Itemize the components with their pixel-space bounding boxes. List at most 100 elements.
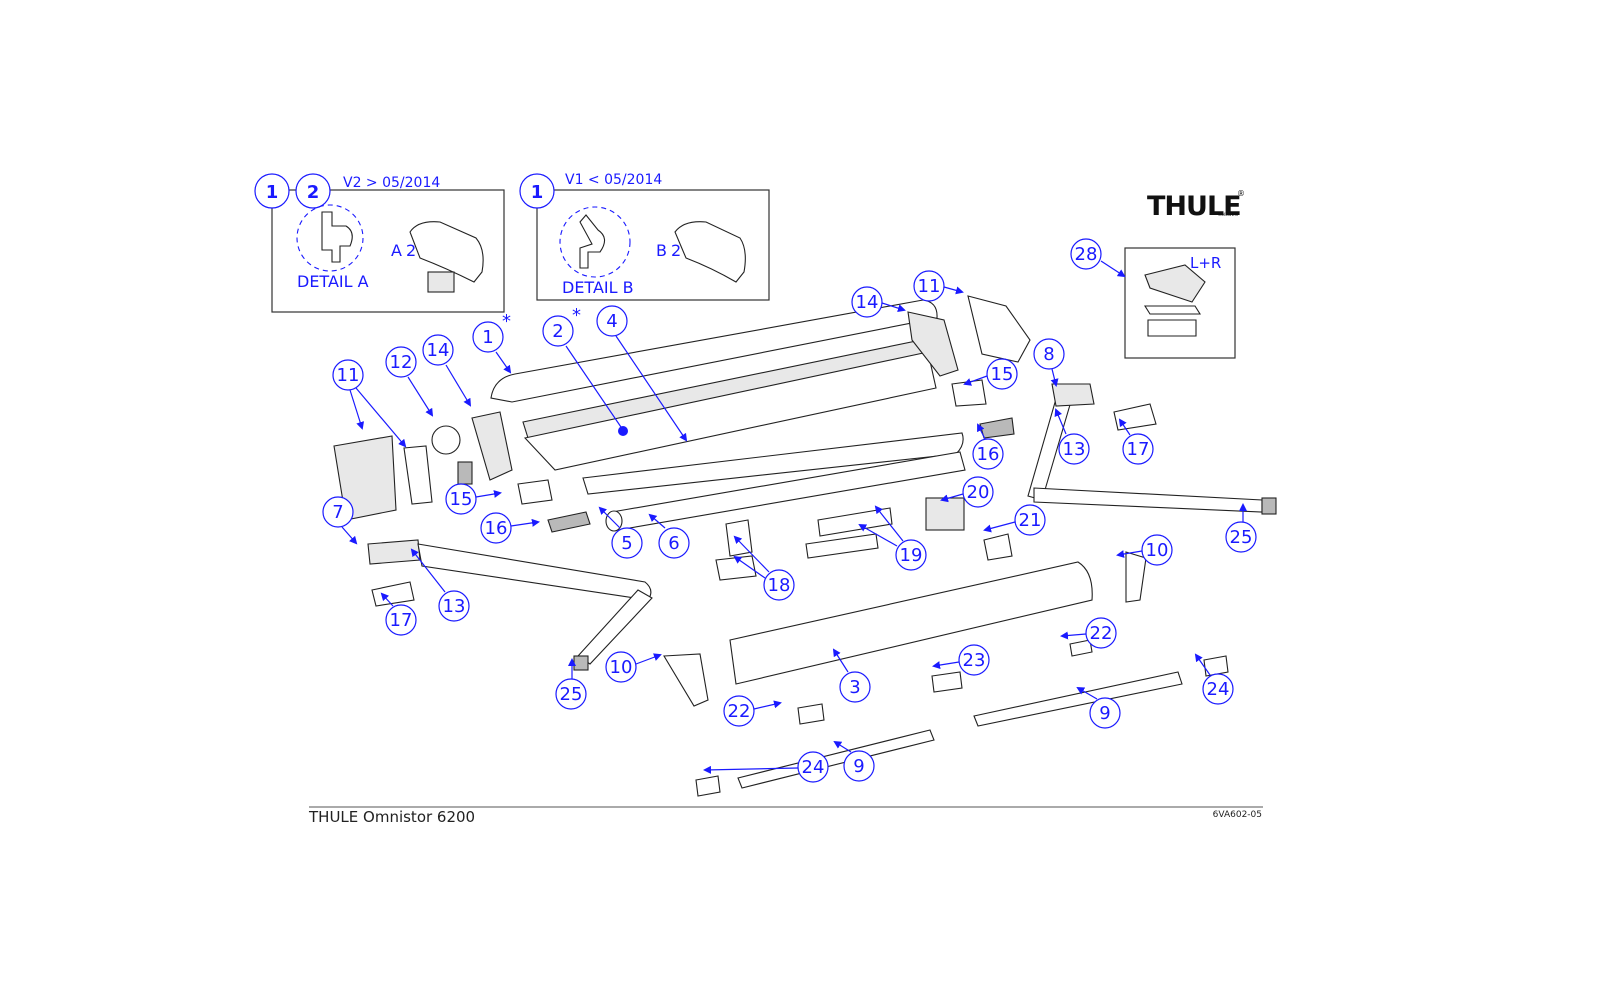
callout-c10b-label: 10 bbox=[610, 657, 633, 678]
callout-c15b: 15 bbox=[445, 483, 502, 515]
part-spring-disc bbox=[431, 425, 461, 455]
callout-c18-leader-1 bbox=[733, 555, 766, 579]
callout-28: 28 bbox=[1070, 238, 1126, 278]
inset-v2-ref-number: 2 bbox=[406, 241, 416, 260]
callout-c13b-circle bbox=[438, 590, 470, 622]
callout-c22b-leader-0 bbox=[753, 700, 782, 710]
callout-28-circle bbox=[1070, 238, 1102, 270]
callout-c8-leader-0 bbox=[1050, 368, 1059, 387]
inset-v1-endcap bbox=[674, 221, 746, 283]
detail-a-circle bbox=[296, 204, 364, 272]
logo-sub: SWEDEN bbox=[1218, 212, 1238, 218]
callout-c22b-label: 22 bbox=[728, 701, 751, 722]
callout-c20: 20 bbox=[940, 476, 994, 508]
callout-c13a-label: 13 bbox=[1063, 439, 1086, 460]
part-right-plug bbox=[979, 417, 1015, 439]
part-left-cap-inner bbox=[403, 445, 433, 505]
callout-c10b-circle bbox=[605, 651, 637, 683]
part-right-arm-lower bbox=[1033, 487, 1263, 513]
callout-c24b: 24 bbox=[703, 751, 829, 783]
callout-28-leader bbox=[1100, 260, 1126, 278]
part-clip-23 bbox=[931, 671, 963, 693]
callout-c5-leader-0 bbox=[598, 506, 621, 529]
part-support-rail-9b bbox=[737, 729, 935, 789]
inset-28: L+R bbox=[1124, 247, 1236, 359]
callout-c5-label: 5 bbox=[621, 533, 632, 554]
callout-c12-circle bbox=[385, 346, 417, 378]
callout-c13a-circle bbox=[1058, 433, 1090, 465]
callout-c11a-leader-0 bbox=[349, 389, 365, 430]
callout-c20-label: 20 bbox=[967, 482, 990, 503]
callout-c9b: 9 bbox=[833, 740, 875, 782]
inset-v2-version: V2 > 05/2014 bbox=[343, 175, 440, 191]
part-support-rail-9a bbox=[973, 671, 1183, 727]
part-right-gearbox bbox=[907, 311, 959, 377]
callout-c21-label: 21 bbox=[1019, 510, 1042, 531]
callout-c15a-leader-0 bbox=[963, 375, 988, 386]
thule-logo: THULE ® SWEDEN bbox=[1147, 189, 1245, 222]
callout-c23-circle bbox=[958, 644, 990, 676]
callout-c25b-label: 25 bbox=[560, 684, 583, 705]
part-clip-24a bbox=[1203, 655, 1229, 677]
callout-c22b: 22 bbox=[723, 695, 782, 727]
callout-c8-label: 8 bbox=[1043, 344, 1054, 365]
callout-c24a-circle bbox=[1202, 673, 1234, 705]
callout-c23: 23 bbox=[932, 644, 990, 676]
part-right-cover bbox=[1113, 403, 1157, 431]
callout-c13a-leader-0 bbox=[1054, 408, 1067, 435]
part-rail-19a bbox=[817, 507, 893, 537]
callout-c24a-label: 24 bbox=[1207, 679, 1230, 700]
inset-v1-version: V1 < 05/2014 bbox=[565, 172, 662, 188]
callout-c4-circle bbox=[596, 305, 628, 337]
callout-c15a-label: 15 bbox=[991, 364, 1014, 385]
part-clip-22b bbox=[797, 703, 825, 725]
awning-parts bbox=[333, 295, 1277, 797]
part-left-arm-joint bbox=[367, 539, 421, 565]
callout-c22a-leader-0 bbox=[1060, 631, 1087, 640]
callout-c4-leader-0 bbox=[615, 335, 688, 442]
callout-c9a-leader-0 bbox=[1076, 686, 1098, 700]
callout-c14b-label: 14 bbox=[856, 292, 879, 313]
footer-code: 6VA602-05 bbox=[1213, 810, 1262, 820]
callout-c16a-leader-0 bbox=[977, 423, 986, 440]
callout-c15a: 15 bbox=[963, 358, 1018, 390]
callout-c19-circle bbox=[895, 539, 927, 571]
callout-c6: 6 bbox=[648, 513, 690, 559]
part-spring-shaft bbox=[457, 461, 473, 485]
inset-28-strip bbox=[1144, 305, 1201, 315]
part-clip-24b bbox=[695, 775, 721, 797]
callout-c11b-circle bbox=[913, 270, 945, 302]
callout-c2-dot bbox=[618, 426, 628, 436]
callout-c2-label: 2 bbox=[552, 321, 563, 342]
callout-c20-circle bbox=[962, 476, 994, 508]
inset-v1-badge-1-label: 1 bbox=[531, 182, 544, 203]
inset-v1-ref-letter: B bbox=[656, 241, 667, 260]
part-right-arm-joint bbox=[1051, 383, 1095, 407]
callout-c7-label: 7 bbox=[332, 502, 343, 523]
inset-28-pad bbox=[1147, 319, 1197, 337]
callout-c24b-circle bbox=[797, 751, 829, 783]
callout-c24a-leader-0 bbox=[1194, 653, 1211, 676]
callout-c14b-leader-0 bbox=[881, 302, 906, 312]
callout-c16b: 16 bbox=[480, 512, 540, 544]
callout-c24b-label: 24 bbox=[802, 757, 825, 778]
callout-c9a-label: 9 bbox=[1099, 703, 1110, 724]
part-clip-22a bbox=[1069, 639, 1093, 657]
callout-c20-leader-0 bbox=[940, 493, 964, 503]
callout-c1-leader-0 bbox=[495, 351, 512, 374]
callout-c22a-circle bbox=[1085, 617, 1117, 649]
callout-c11b-leader-0 bbox=[943, 286, 964, 295]
callout-c24a: 24 bbox=[1194, 653, 1234, 705]
callout-c2-circle bbox=[542, 315, 574, 347]
callout-c25a-label: 25 bbox=[1230, 527, 1253, 548]
callout-c11a-label: 11 bbox=[337, 365, 360, 386]
callout-c9b-leader-0 bbox=[833, 740, 852, 753]
callout-c25a-circle bbox=[1225, 521, 1257, 553]
callout-c14a-leader-0 bbox=[445, 364, 472, 407]
callout-c16b-leader-0 bbox=[510, 518, 540, 527]
callout-c1-circle bbox=[472, 321, 504, 353]
callout-c7: 7 bbox=[322, 496, 358, 545]
callout-c24b-leader-0 bbox=[703, 765, 799, 774]
part-rail-19b bbox=[805, 533, 879, 559]
callout-c6-leader-0 bbox=[648, 513, 666, 529]
